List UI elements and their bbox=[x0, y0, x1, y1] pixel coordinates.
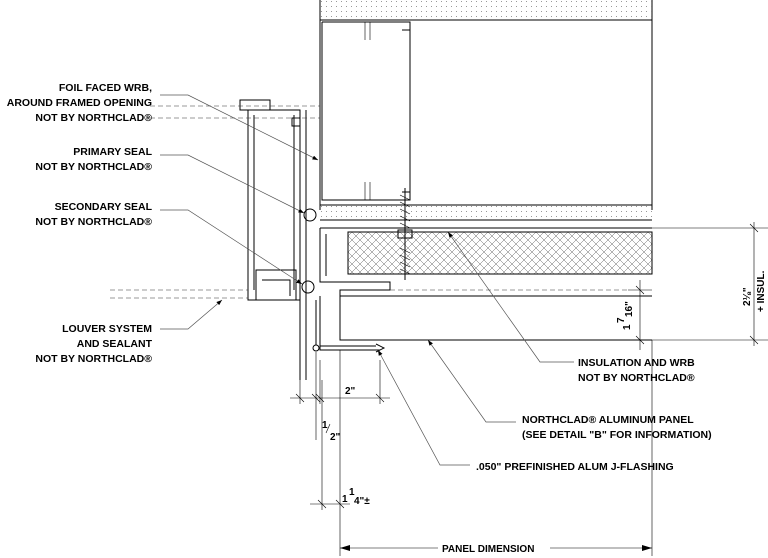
dim-half-inch: 1 2" bbox=[322, 420, 341, 443]
svg-text:+ INSUL.: + INSUL. bbox=[756, 270, 767, 312]
svg-text:1: 1 bbox=[349, 487, 355, 498]
svg-text:AROUND FRAMED OPENING: AROUND FRAMED OPENING bbox=[7, 97, 152, 109]
callout-panel: NORTHCLAD® ALUMINUM PANEL (SEE DETAIL "B… bbox=[522, 414, 712, 441]
svg-text:PANEL DIMENSION: PANEL DIMENSION bbox=[442, 544, 534, 555]
svg-text:1: 1 bbox=[622, 324, 633, 330]
svg-text:FOIL FACED WRB,: FOIL FACED WRB, bbox=[59, 82, 152, 94]
callout-j-flashing: .050" PREFINISHED ALUM J-FLASHING bbox=[476, 461, 674, 473]
callout-foil-wrb: FOIL FACED WRB, AROUND FRAMED OPENING NO… bbox=[7, 82, 153, 124]
callout-secondary-seal: SECONDARY SEAL NOT BY NORTHCLAD® bbox=[35, 201, 152, 228]
insulation-block bbox=[320, 227, 653, 275]
svg-text:7: 7 bbox=[616, 317, 627, 323]
j-flashing bbox=[312, 300, 320, 352]
svg-text:SECONDARY SEAL: SECONDARY SEAL bbox=[55, 201, 153, 213]
callout-louver: LOUVER SYSTEM AND SEALANT NOT BY NORTHCL… bbox=[35, 323, 152, 365]
svg-text:(SEE DETAIL "B" FOR INFORMATIO: (SEE DETAIL "B" FOR INFORMATION) bbox=[522, 429, 712, 441]
svg-text:2⅛": 2⅛" bbox=[742, 287, 753, 306]
svg-text:16": 16" bbox=[624, 301, 635, 317]
svg-text:AND SEALANT: AND SEALANT bbox=[77, 338, 153, 350]
svg-text:NOT BY NORTHCLAD®: NOT BY NORTHCLAD® bbox=[35, 353, 152, 365]
svg-text:1: 1 bbox=[342, 494, 348, 505]
dim-one-quarter: 1 1 4"± bbox=[342, 487, 370, 507]
dim-two-inch: 2" bbox=[345, 386, 356, 397]
svg-text:NOT BY NORTHCLAD®: NOT BY NORTHCLAD® bbox=[35, 216, 152, 228]
svg-text:PRIMARY SEAL: PRIMARY SEAL bbox=[73, 146, 152, 158]
svg-text:NOT BY NORTHCLAD®: NOT BY NORTHCLAD® bbox=[35, 112, 152, 124]
svg-text:1: 1 bbox=[322, 420, 328, 431]
svg-text:NOT BY NORTHCLAD®: NOT BY NORTHCLAD® bbox=[578, 372, 695, 384]
secondary-seal-bead bbox=[301, 280, 315, 294]
framing-stud bbox=[319, 0, 653, 221]
svg-text:LOUVER SYSTEM: LOUVER SYSTEM bbox=[62, 323, 152, 335]
fastener bbox=[397, 188, 413, 280]
dim-one-seven-sixteenths: 1 7 16" bbox=[616, 301, 635, 330]
svg-text:INSULATION AND WRB: INSULATION AND WRB bbox=[578, 357, 695, 369]
svg-text:2": 2" bbox=[330, 432, 341, 443]
dim-insulation: 2⅛" + INSUL. bbox=[742, 270, 767, 312]
svg-text:4"±: 4"± bbox=[354, 496, 370, 507]
leaders bbox=[160, 94, 574, 466]
callout-primary-seal: PRIMARY SEAL NOT BY NORTHCLAD® bbox=[35, 146, 152, 173]
callout-insulation: INSULATION AND WRB NOT BY NORTHCLAD® bbox=[578, 357, 695, 384]
svg-text:NOT BY NORTHCLAD®: NOT BY NORTHCLAD® bbox=[35, 161, 152, 173]
primary-seal-bead bbox=[303, 208, 317, 222]
svg-text:NORTHCLAD® ALUMINUM PANEL: NORTHCLAD® ALUMINUM PANEL bbox=[522, 414, 694, 426]
svg-text:.050" PREFINISHED ALUM J-FLASH: .050" PREFINISHED ALUM J-FLASHING bbox=[476, 461, 674, 473]
dim-panel-dimension: PANEL DIMENSION bbox=[438, 540, 550, 555]
